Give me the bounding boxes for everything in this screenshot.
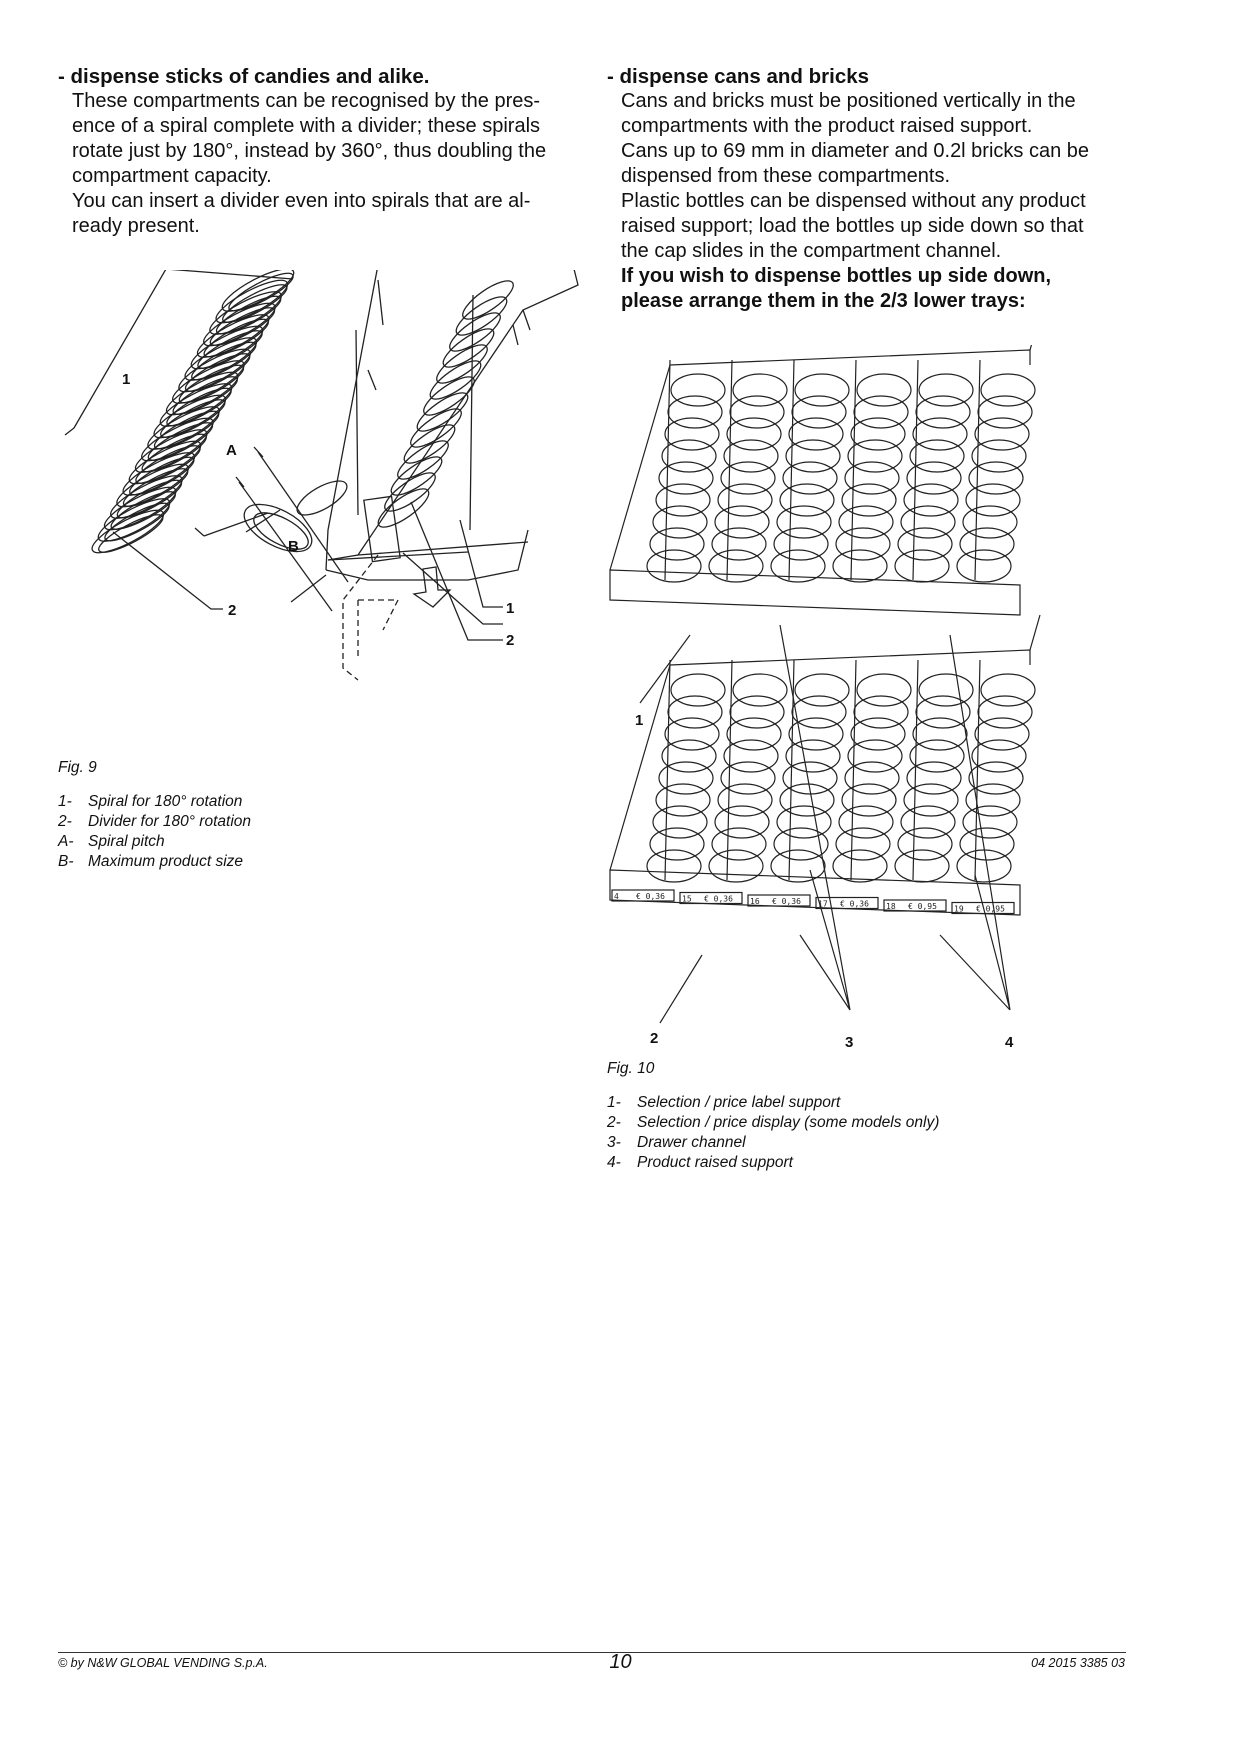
legend-item: 2-Divider for 180° rotation [58, 813, 251, 830]
legend-item: 1-Spiral for 180° rotation [58, 793, 243, 810]
paragraph-line: Cans up to 69 mm in diameter and 0.2l br… [621, 140, 1090, 162]
fig10-illustration: 4 € 0,36 15 € 0,36 16 € 0,36 17 € 0,36 18 € 0,95 1… [600, 345, 1120, 1065]
price-label-price: € 0,36 [636, 892, 665, 901]
legend-item: B-Maximum product size [58, 853, 244, 870]
lower-tray-drawing [609, 614, 1041, 916]
price-label-selection: 15 [682, 895, 692, 904]
paragraph-line: compartments with the product raised sup… [621, 115, 1033, 137]
price-label-selection: 16 [750, 897, 760, 906]
upper-tray-drawing [609, 345, 1036, 616]
paragraph-line: the cap slides in the compartment channe… [621, 240, 1002, 262]
section-heading-cans: - dispense cans and bricks [607, 65, 870, 88]
footer-rule [58, 1652, 1126, 1653]
legend-item: 4-Product raised support [607, 1154, 793, 1171]
fig10-callout-2: 2 [650, 1030, 658, 1047]
price-label-price: € 0,36 [840, 900, 869, 909]
right-column: - dispense cans and bricks Cans and bric… [607, 64, 1167, 314]
legend-item: 2-Selection / price display (some models… [607, 1114, 940, 1131]
price-label-strip: 4 € 0,36 15 € 0,36 16 € 0,36 17 € 0,36 18 € 0,95 1… [611, 889, 1015, 915]
legend-item: 3-Drawer channel [607, 1134, 746, 1151]
page-number: 10 [609, 1651, 632, 1673]
price-label-price: € 0,36 [704, 895, 733, 904]
fig9-caption: Fig. 9 1-Spiral for 180° rotation 2-Divi… [58, 758, 251, 872]
fig10-title: Fig. 10 [607, 1060, 655, 1077]
fig9-callout-2b: 2 [506, 632, 514, 649]
footer-doc-code: 04 2015 3385 03 [1031, 1656, 1125, 1670]
paragraph-line: ence of a spiral complete with a divider… [72, 115, 541, 137]
legend-item: A-Spiral pitch [58, 833, 165, 850]
divider-drawing [235, 446, 349, 612]
legend-item: 1-Selection / price label support [607, 1094, 841, 1111]
price-label-price: € 0,36 [772, 897, 801, 906]
section-heading-candies: - dispense sticks of candies and alike. [58, 65, 430, 88]
paragraph-line: raised support; load the bottles up side… [621, 215, 1084, 237]
fig9-callout-A: A [226, 442, 237, 459]
fig9-callout-2: 2 [228, 602, 236, 619]
fig9-callout-1b: 1 [506, 600, 514, 617]
paragraph-line: You can insert a divider even into spira… [72, 190, 531, 212]
paragraph-line: These compartments can be recognised by … [72, 90, 541, 112]
fig9-callout-B: B [288, 538, 299, 555]
fig10-callout-4: 4 [1005, 1034, 1014, 1051]
paragraph-bold-line: please arrange them in the 2/3 lower tra… [621, 290, 1026, 312]
spiral-180-drawing [91, 270, 295, 554]
footer-copyright: © by N&W GLOBAL VENDING S.p.A. [58, 1656, 268, 1670]
price-label-selection: 17 [818, 900, 828, 909]
fig9-callout-1: 1 [122, 371, 130, 388]
paragraph-line: Plastic bottles can be dispensed without… [621, 190, 1086, 212]
paragraph-line: rotate just by 180°, instead by 360°, th… [72, 140, 547, 162]
fig10-caption: Fig. 10 1-Selection / price label suppor… [607, 1059, 939, 1173]
paragraph-line: Cans and bricks must be positioned verti… [621, 90, 1076, 112]
paragraph-bold-line: If you wish to dispense bottles up side … [621, 265, 1052, 287]
fig9-title: Fig. 9 [58, 759, 97, 776]
fig10-callout-3: 3 [845, 1034, 853, 1051]
paragraph-line: dispensed from these compartments. [621, 165, 951, 187]
price-label-selection: 19 [954, 905, 964, 914]
fig10-callout-1: 1 [635, 712, 643, 729]
price-label-price: € 0,95 [908, 902, 937, 911]
paragraph-line: ready present. [72, 215, 200, 237]
price-label-price: € 0,95 [976, 905, 1005, 914]
price-label-selection: 18 [886, 902, 896, 911]
spiral-tray-drawing [325, 270, 579, 681]
left-column: - dispense sticks of candies and alike. … [58, 64, 578, 239]
price-label-selection: 4 [614, 892, 619, 901]
fig9-illustration: 1 A B 2 1 2 [58, 270, 598, 760]
paragraph-line: compartment capacity. [72, 165, 272, 187]
